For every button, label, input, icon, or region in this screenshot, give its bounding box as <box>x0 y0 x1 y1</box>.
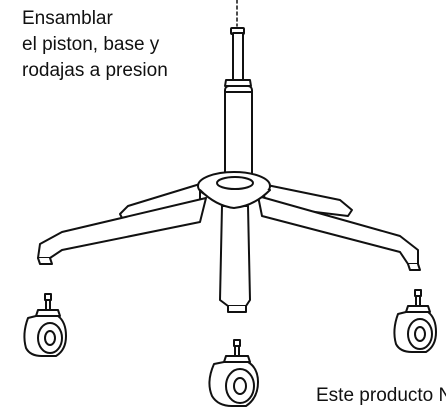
star-base <box>37 171 421 313</box>
instruction-line-2: el piston, base y <box>22 34 160 55</box>
instruction-line-3: rodajas a presion <box>22 60 168 81</box>
footer-note: Este producto N <box>316 385 446 406</box>
instruction-line-1: Ensamblar <box>22 8 113 29</box>
caster-left <box>23 293 67 357</box>
assembly-instruction: Ensamblar el piston, base y rodajas a pr… <box>22 6 168 84</box>
gas-piston <box>224 27 253 195</box>
caster-right <box>393 289 437 353</box>
caster-center <box>208 339 259 407</box>
